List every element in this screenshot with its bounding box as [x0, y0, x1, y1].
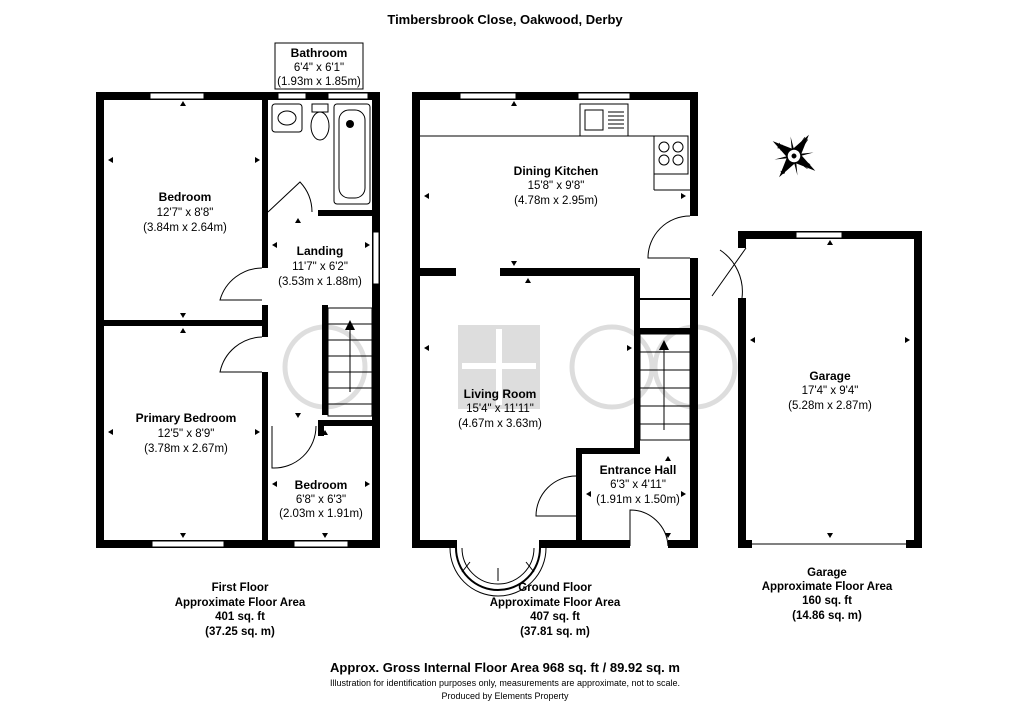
floor-area-sqft: 160 sq. ft: [802, 595, 852, 607]
bathroom-fixtures: [271, 103, 371, 205]
window: [327, 92, 369, 100]
room-name: Primary Bedroom: [136, 411, 237, 425]
room-dim-imperial: 11'7" x 6'2": [292, 261, 348, 273]
floor-area-sqm: (14.86 sq. m): [792, 610, 862, 622]
room-dim-imperial: 6'4" x 6'1": [294, 62, 344, 74]
compass-icon: N E S W: [772, 134, 816, 178]
window: [277, 92, 307, 100]
compass-n: N: [800, 136, 810, 147]
compass-s: S: [779, 166, 789, 176]
room-dim-imperial: 17'4" x 9'4": [802, 385, 859, 397]
dimension-arrows: [750, 240, 910, 538]
door: [219, 336, 263, 373]
floor-name: Garage: [807, 567, 847, 579]
room-dim-metric: (4.67m x 3.63m): [458, 418, 542, 430]
floor-area-sqm: (37.81 sq. m): [520, 626, 590, 638]
room-name: Living Room: [464, 387, 537, 401]
floor-area-sqft: 401 sq. ft: [215, 611, 265, 623]
room-dim-metric: (1.93m x 1.85m): [277, 76, 361, 88]
door: [219, 267, 263, 301]
floor-name: Ground Floor: [518, 582, 592, 594]
front-door: [629, 509, 669, 547]
floor-name: First Floor: [212, 582, 269, 594]
room-dim-imperial: 12'5" x 8'9": [158, 428, 215, 440]
back-door: [647, 215, 691, 259]
room-dim-imperial: 15'4" x 11'11": [466, 403, 534, 415]
room-dim-imperial: 12'7" x 8'8": [157, 207, 214, 219]
floor-area-label: Approximate Floor Area: [490, 597, 621, 609]
door: [535, 475, 577, 517]
kitchen-fixtures: [420, 103, 690, 191]
room-dim-metric: (4.78m x 2.95m): [514, 195, 598, 207]
window: [459, 92, 517, 100]
first-floor-plan: [96, 92, 380, 548]
room-name: Entrance Hall: [600, 463, 677, 477]
first-floor-area: First Floor Approximate Floor Area 401 s…: [175, 582, 306, 638]
room-dim-metric: (1.91m x 1.50m): [596, 494, 680, 506]
window: [149, 92, 205, 100]
room-dim-imperial: 6'3" x 4'11": [610, 479, 666, 491]
room-name: Bedroom: [295, 478, 348, 492]
room-dim-imperial: 6'8" x 6'3": [296, 494, 346, 506]
room-dim-metric: (5.28m x 2.87m): [788, 400, 872, 412]
compass-e: E: [802, 160, 812, 170]
dimension-arrows: [424, 101, 686, 538]
floor-area-label: Approximate Floor Area: [762, 581, 893, 593]
room-dim-metric: (2.03m x 1.91m): [279, 508, 363, 520]
ground-floor-area: Ground Floor Approximate Floor Area 407 …: [490, 582, 621, 638]
side-door: [711, 247, 747, 299]
room-dim-metric: (3.78m x 2.67m): [144, 443, 228, 455]
room-name: Dining Kitchen: [514, 164, 599, 178]
window: [577, 92, 631, 100]
dimension-arrows: [108, 101, 370, 538]
door: [271, 425, 317, 469]
window: [795, 231, 843, 239]
compass-w: W: [775, 141, 787, 153]
toilet: [310, 111, 330, 141]
room-name: Landing: [297, 244, 344, 258]
garage-area: Garage Approximate Floor Area 160 sq. ft…: [762, 567, 893, 622]
window: [372, 231, 380, 285]
room-dim-metric: (3.53m x 1.88m): [278, 276, 362, 288]
stairs: [327, 307, 373, 417]
room-dim-metric: (3.84m x 2.64m): [143, 222, 227, 234]
credit: Produced by Elements Property: [441, 691, 569, 701]
window: [151, 540, 225, 548]
stairs: [639, 333, 691, 441]
floor-area-label: Approximate Floor Area: [175, 597, 306, 609]
ground-floor-plan: [412, 92, 698, 597]
page-title: Timbersbrook Close, Oakwood, Derby: [387, 12, 623, 27]
room-name: Bedroom: [159, 190, 212, 204]
hob: [653, 135, 689, 175]
floor-area-sqm: (37.25 sq. m): [205, 626, 275, 638]
disclaimer: Illustration for identification purposes…: [330, 678, 680, 688]
bathroom-label-box: [274, 42, 364, 90]
room-name: Garage: [809, 369, 851, 383]
door: [267, 181, 313, 213]
bay-window: [449, 540, 547, 597]
room-name: Bathroom: [291, 46, 348, 60]
room-dim-imperial: 15'8" x 9'8": [528, 180, 585, 192]
garage-plan: [711, 231, 922, 548]
window: [293, 540, 349, 548]
floor-area-sqft: 407 sq. ft: [530, 611, 580, 623]
gross-area: Approx. Gross Internal Floor Area 968 sq…: [330, 660, 680, 675]
